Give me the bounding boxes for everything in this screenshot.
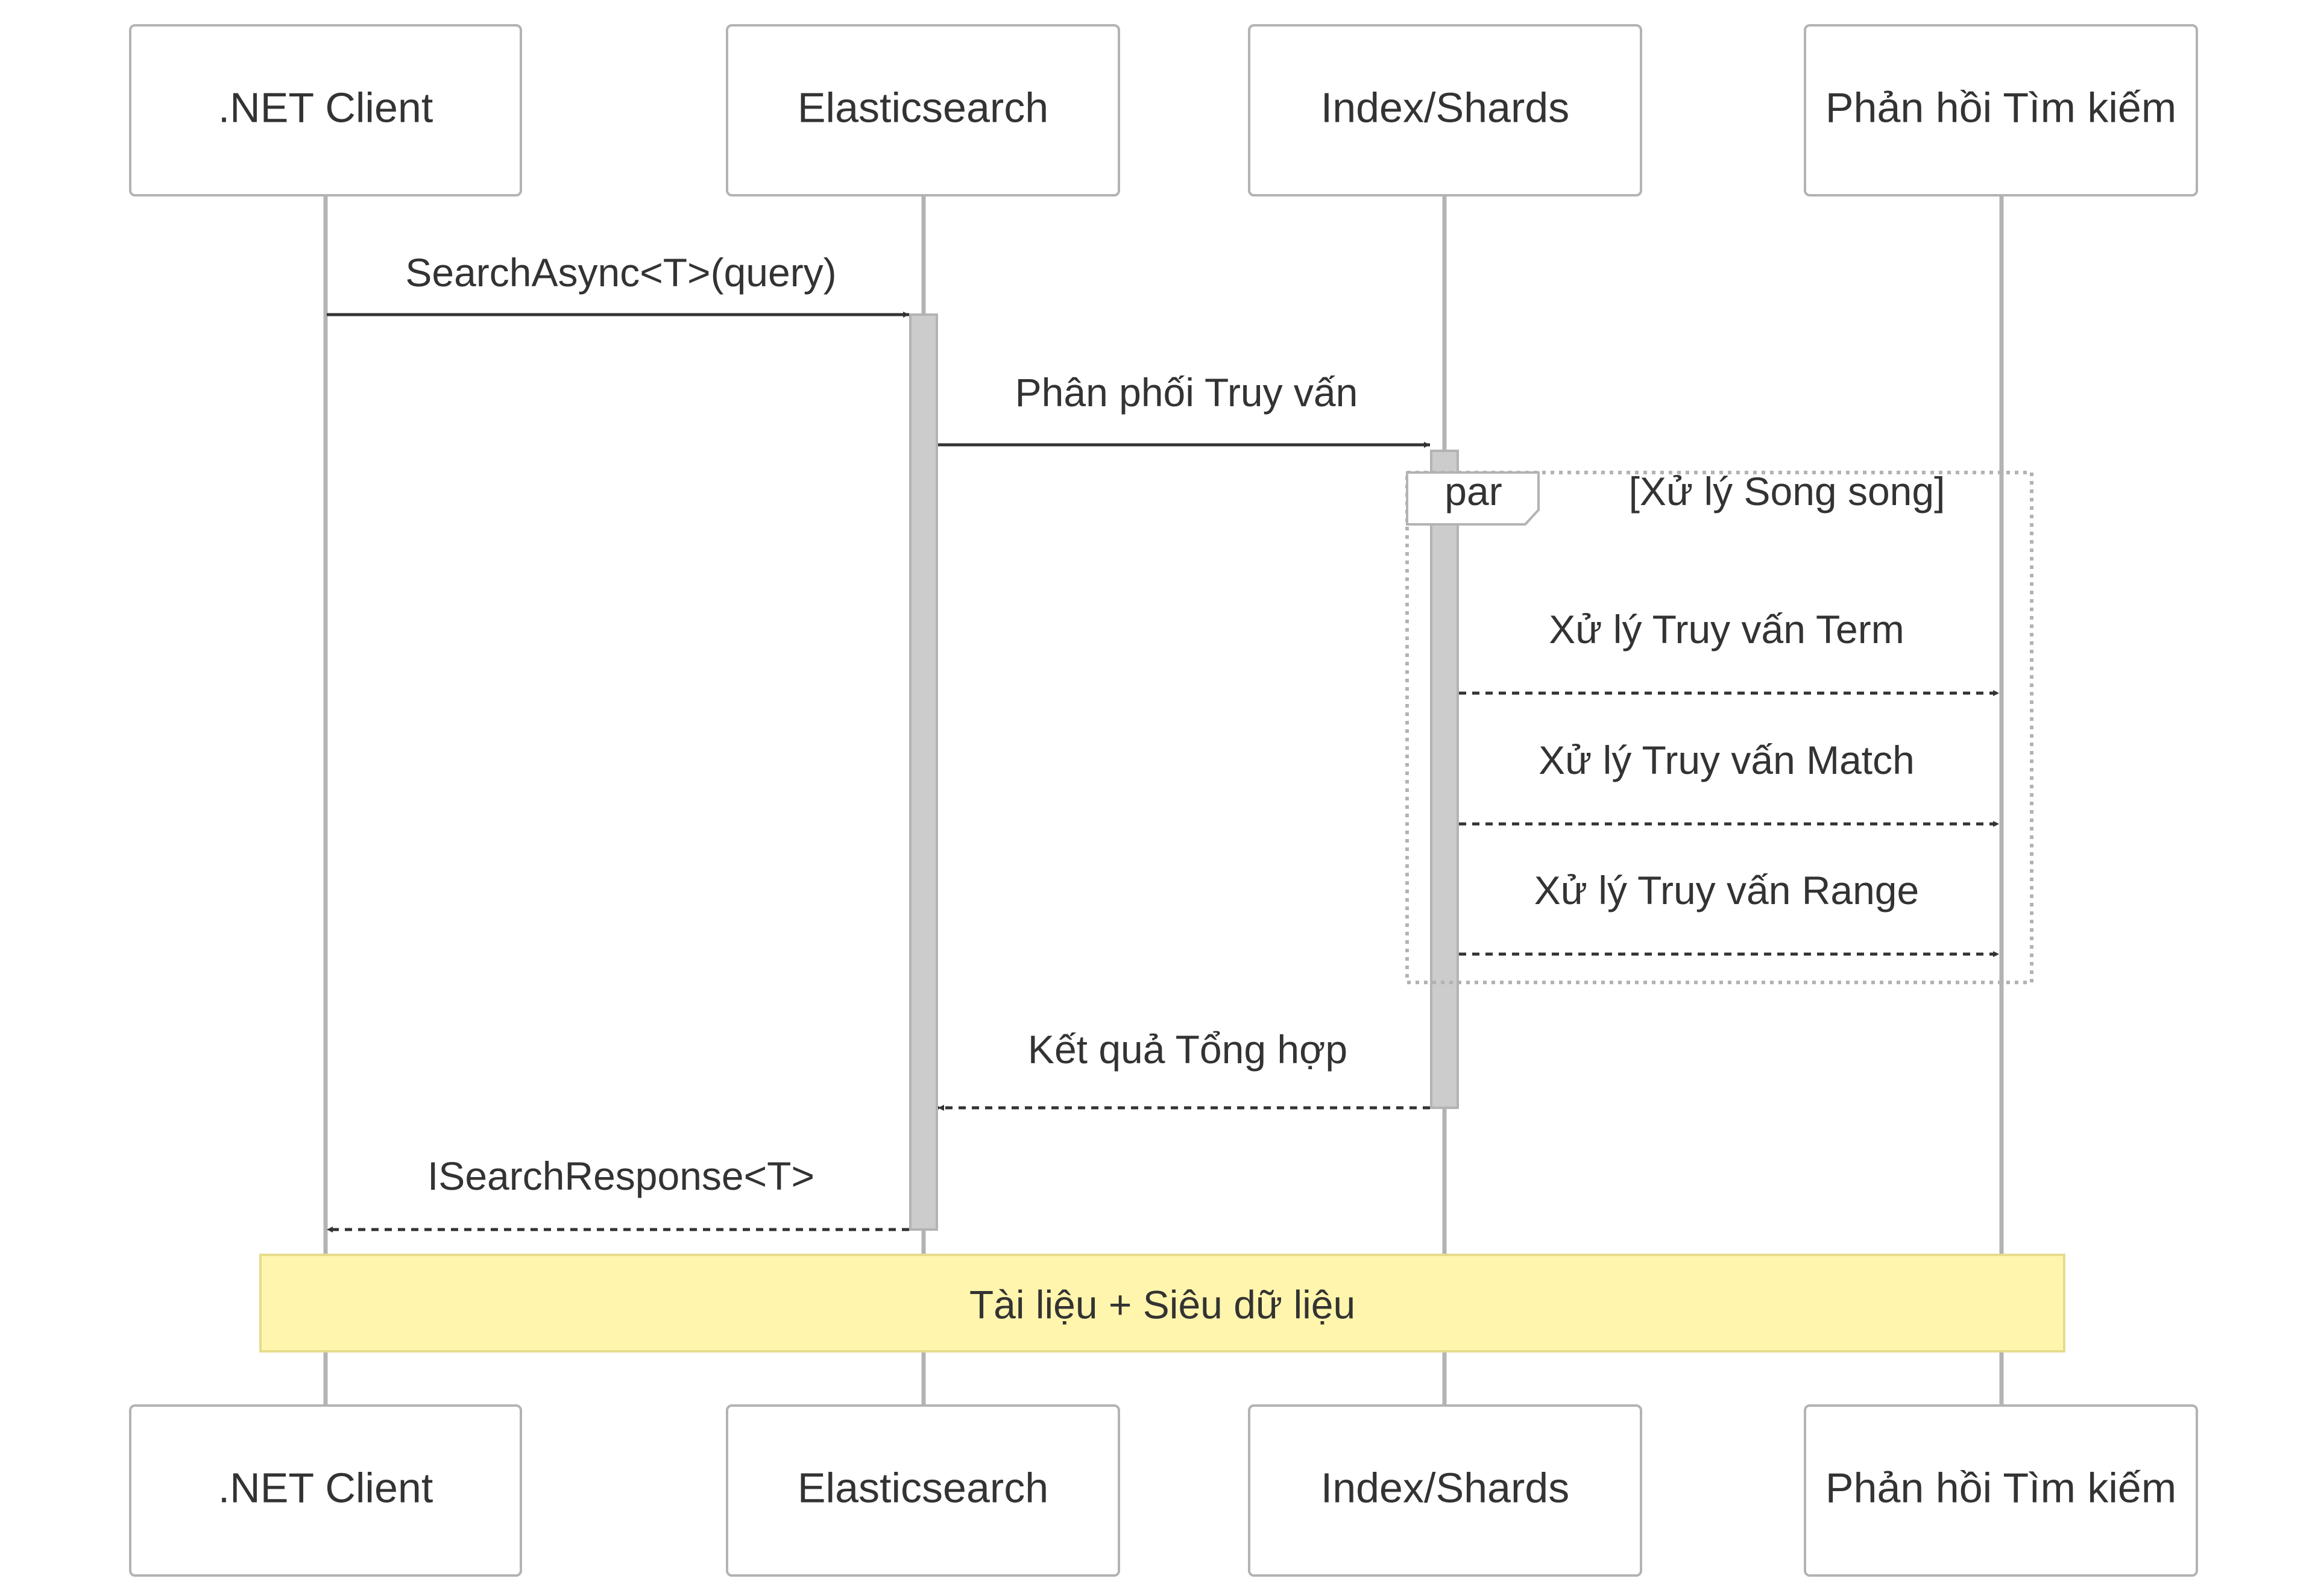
par-condition: [Xử lý Song song] [1629, 469, 1945, 514]
par-keyword: par [1444, 469, 1502, 514]
participant-index-shards-bottom: Index/Shards [1248, 1404, 1642, 1577]
message-label-search-response: ISearchResponse<T> [427, 1154, 814, 1198]
participant-label: Index/Shards [1321, 84, 1569, 131]
participant-label: Elasticsearch [798, 1464, 1048, 1511]
participant-label: .NET Client [218, 84, 433, 131]
activation-index-shards [1430, 450, 1459, 1109]
message-label-match-query: Xử lý Truy vấn Match [1539, 738, 1915, 782]
participant-label: Phản hồi Tìm kiếm [1825, 1464, 2176, 1511]
participant-search-response-top: Phản hồi Tìm kiếm [1804, 24, 2198, 196]
message-label-distribute-query: Phân phối Truy vấn [1015, 370, 1358, 415]
participant-elasticsearch-top: Elasticsearch [726, 24, 1120, 196]
participant-label: Phản hồi Tìm kiếm [1825, 84, 2176, 131]
participant-label: .NET Client [218, 1464, 433, 1511]
participant-search-response-bottom: Phản hồi Tìm kiếm [1804, 1404, 2198, 1577]
message-label-aggregated-result: Kết quả Tổng hợp [1028, 1027, 1347, 1072]
note-text: Tài liệu + Siêu dữ liệu [969, 1282, 1355, 1327]
participant-index-shards-top: Index/Shards [1248, 24, 1642, 196]
message-label-search-async: SearchAsync<T>(query) [405, 250, 836, 295]
participant-client-top: .NET Client [129, 24, 522, 196]
participant-client-bottom: .NET Client [129, 1404, 522, 1577]
activation-elasticsearch [909, 313, 938, 1231]
participant-label: Index/Shards [1321, 1464, 1569, 1511]
participant-label: Elasticsearch [798, 84, 1048, 131]
par-frame: par [Xử lý Song song] [1405, 469, 2033, 984]
message-label-term-query: Xử lý Truy vấn Term [1549, 607, 1904, 652]
participant-elasticsearch-bottom: Elasticsearch [726, 1404, 1120, 1577]
note: Tài liệu + Siêu dữ liệu [259, 1254, 2065, 1353]
message-label-range-query: Xử lý Truy vấn Range [1534, 868, 1919, 913]
